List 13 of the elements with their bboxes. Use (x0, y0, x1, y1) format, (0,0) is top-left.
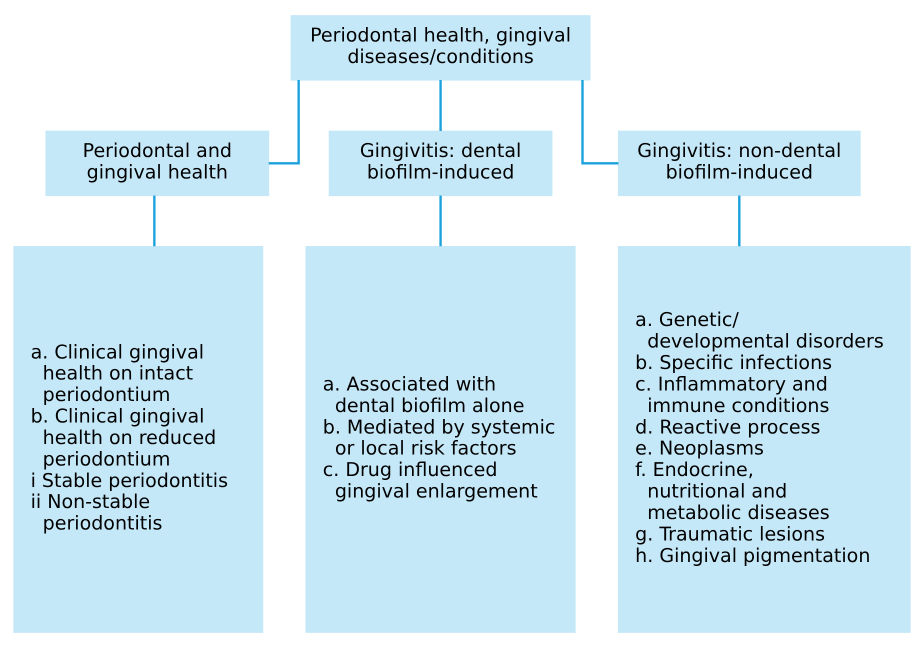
connector (152, 195, 156, 246)
node-box: a. Genetic/ developmental disorders b. Specific infections c. Inflammatory and immune conditions d. Reactive process e. Neoplasms f. Endocrine, nutritional and metabolic diseases g. Traumatic lesions h. Gingival pigmentation (617, 246, 910, 632)
node-box: a. Associated with dental biofilm alone b. Mediated by systemic or local risk factors c. Drug influenced gingival enlargement (305, 246, 576, 632)
node-box: Periodontal health, gingival diseases/conditions (290, 14, 590, 80)
connector (580, 80, 618, 164)
connector (438, 80, 442, 130)
node-box: a. Clinical gingival health on intact periodontium b. Clinical gingival health on reduced periodontium i Stable periodontitis ii Non-stable periodontitis (12, 246, 263, 632)
node-box: Periodontal and gingival health (44, 130, 269, 196)
node-box: Gingivitis: non-dental biofilm-induced (617, 130, 860, 196)
node-box: Gingivitis: dental biofilm-induced (328, 130, 552, 196)
connector (268, 80, 300, 164)
connector (738, 195, 740, 246)
connector (438, 195, 442, 246)
